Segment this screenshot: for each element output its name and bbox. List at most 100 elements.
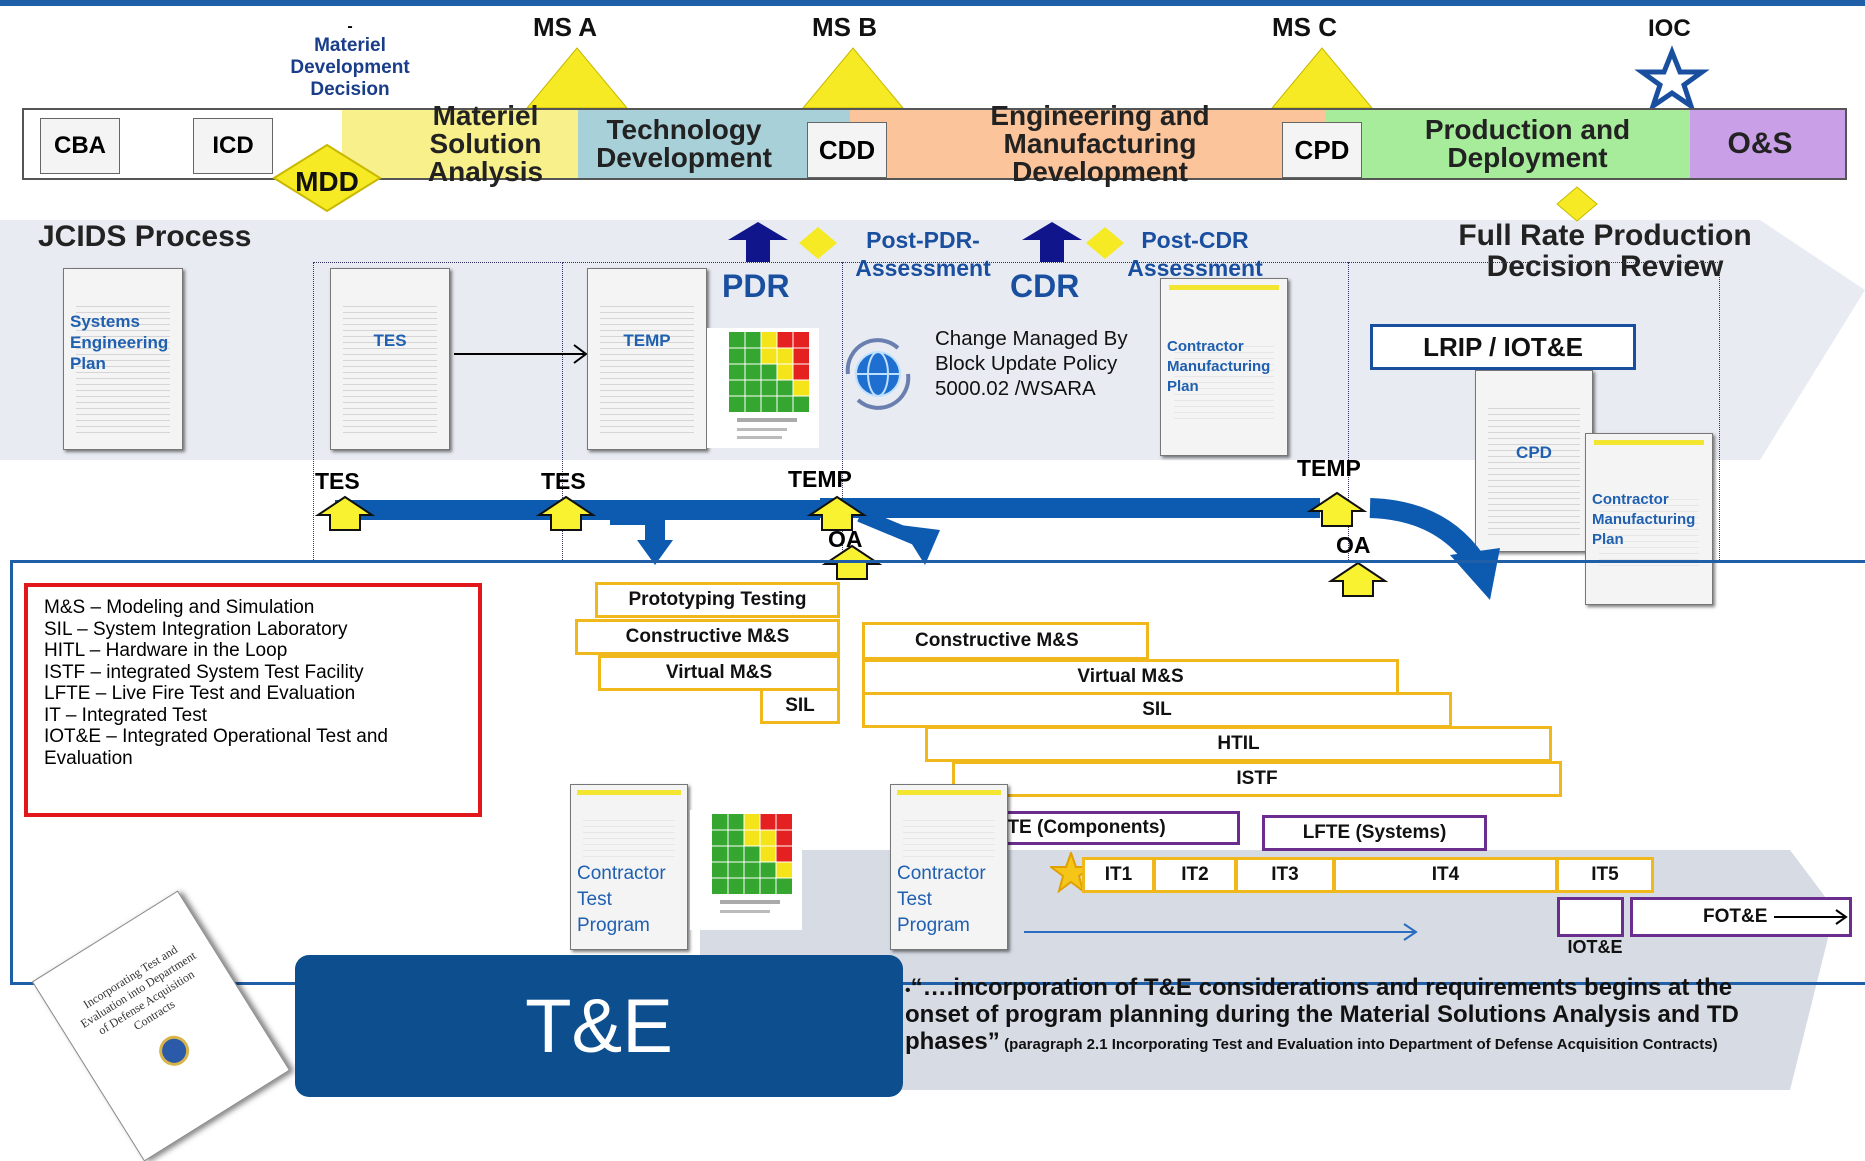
prototyping-testing-box: Prototyping Testing	[595, 582, 840, 618]
contractor-test-program-doc-2: Contractor Test Program	[890, 784, 1008, 950]
fote-label: FOT&E	[1703, 906, 1768, 927]
te-label: T&E	[525, 984, 673, 1069]
iote-box	[1557, 897, 1624, 937]
dotted-line-td	[562, 262, 842, 263]
pdr-up-arrow-icon	[728, 222, 788, 262]
temp-label-1: TEMP	[788, 466, 852, 492]
lfte-systems-box: LFTE (Systems)	[1262, 815, 1487, 851]
istf-box: ISTF	[952, 761, 1562, 797]
cdr-up-arrow-icon	[1022, 222, 1082, 262]
virtual-ms-box-1: Virtual M&S	[598, 655, 840, 691]
tes-label-1: TES	[315, 468, 360, 494]
lfte-components-box: LFTE (Components)	[910, 811, 1240, 845]
ioc-label: IOC	[1648, 15, 1691, 42]
legend-box: M&S – Modeling and Simulation SIL – Syst…	[24, 583, 482, 817]
temp-document: TEMP	[587, 268, 707, 450]
legend-item: M&S – Modeling and Simulation	[44, 597, 315, 618]
it2-box: IT2	[1153, 857, 1237, 893]
quote-text: •“….incorporation of T&E considerations …	[905, 974, 1755, 1055]
phase-os-bg	[1690, 110, 1845, 178]
legend-item: SIL – System Integration Laboratory	[44, 618, 348, 640]
it5-box: IT5	[1556, 857, 1654, 893]
constructive-ms-box-1: Constructive M&S	[575, 619, 840, 655]
phase-msa-bg	[342, 110, 578, 178]
report-cover-title: Incorporating Test and Evaluation into D…	[77, 942, 199, 1038]
it1-box: IT1	[1082, 857, 1155, 893]
mdd-note-dash: -	[347, 18, 353, 35]
iote-label: IOT&E	[1567, 937, 1623, 957]
fote-arrow	[1774, 909, 1848, 925]
contractor-mfg-plan-doc-1: Contractor Manufacturing Plan	[1160, 278, 1288, 456]
lrip-iote-box: LRIP / IOT&E	[1370, 324, 1636, 370]
tes-label-2: TES	[541, 468, 586, 494]
tes-to-temp-arrow	[454, 344, 588, 364]
oa-label-1: OA	[828, 526, 863, 552]
cdd-doc: CDD	[807, 122, 887, 178]
cpd-doc: CPD	[1282, 122, 1362, 178]
cpd-document: CPD	[1475, 370, 1593, 552]
globe-refresh-icon	[845, 338, 911, 410]
it3-box: IT3	[1235, 857, 1335, 893]
ms-c-label: MS C	[1272, 12, 1337, 42]
quote-cite: (paragraph 2.1 Incorporating Test and Ev…	[1004, 1036, 1718, 1053]
sil-box-2: SIL	[862, 692, 1452, 728]
mdd-note: Materiel Development Decision	[290, 35, 410, 100]
quote-main: “….incorporation of T&E considerations a…	[905, 974, 1739, 1055]
lower-panel	[10, 560, 1865, 985]
tes-doc-title: TES	[373, 331, 407, 350]
post-pdr-label: Post-PDR-Assessment	[855, 227, 991, 281]
sep-document: Systems Engineering Plan	[63, 268, 183, 450]
icd-doc: ICD	[193, 118, 273, 174]
post-cdr-label: Post-CDR Assessment	[1127, 227, 1263, 281]
contractor-test-program-title-2: Contractor Test Program	[897, 863, 986, 936]
cba-doc: CBA	[40, 118, 120, 174]
sil-box-1: SIL	[760, 688, 840, 724]
fote-box: FOT&E	[1630, 897, 1852, 937]
virtual-ms-box-2: Virtual M&S	[862, 659, 1399, 695]
phase-td-bg	[578, 110, 850, 178]
ioc-star-icon	[1634, 45, 1710, 113]
dotted-box-3	[1348, 262, 1720, 562]
top-rule	[0, 0, 1865, 6]
dotted-line-emd	[842, 262, 843, 562]
risk-matrix-2	[690, 810, 802, 930]
phase-pd-bg	[1325, 110, 1690, 178]
phase-td-label: Technology Development	[596, 114, 772, 173]
post-cdr-diamond	[1086, 227, 1124, 259]
temp-doc-title: TEMP	[623, 331, 671, 350]
contractor-test-program-title-1: Contractor Test Program	[577, 863, 666, 936]
phase-emd-bg	[850, 110, 1325, 178]
sep-title: Systems Engineering Plan	[70, 312, 169, 373]
it4-box: IT4	[1333, 857, 1558, 893]
legend-item: IT – Integrated Test	[44, 704, 208, 726]
te-box: T&E	[295, 955, 903, 1097]
contractor-mfg-plan-title-2: Contractor Manufacturing Plan	[1592, 491, 1696, 548]
dotted-line-pd	[1348, 262, 1349, 562]
contractor-test-program-doc-1: Contractor Test Program	[570, 784, 688, 950]
frp-label: Full Rate Production Decision Review	[1458, 219, 1752, 283]
mdd-label: MDD	[295, 166, 359, 197]
quote-bullet: •	[905, 982, 911, 999]
contractor-mfg-plan-title-1: Contractor Manufacturing Plan	[1167, 338, 1271, 395]
htil-box: HTIL	[925, 726, 1552, 762]
post-pdr-diamond	[799, 227, 837, 259]
up-arrows	[314, 491, 1389, 597]
jcids-label: JCIDS Process	[38, 220, 252, 253]
phase-pd-label: Production and Deployment	[1424, 114, 1631, 173]
legend-item: IOT&E – Integrated Operational Test and …	[44, 726, 388, 769]
frp-diamond	[1556, 186, 1598, 222]
mdd-diamond	[272, 143, 382, 213]
constructive-ms-box-2: Constructive M&S	[862, 622, 1149, 660]
legend-item: LFTE – Live Fire Test and Evaluation	[44, 683, 356, 704]
timeline-arrow	[1024, 923, 1418, 941]
dotted-box-2	[842, 262, 1350, 263]
risk-matrix-1	[707, 328, 819, 448]
oa-label-2: OA	[1336, 532, 1371, 558]
legend-item: ISTF – integrated System Test Facility	[44, 661, 364, 683]
legend-item: HITL – Hardware in the Loop	[44, 640, 288, 661]
ms-a-label: MS A	[533, 12, 598, 42]
contractor-mfg-plan-doc-2: Contractor Manufacturing Plan	[1585, 433, 1713, 605]
change-note: Change Managed By Block Update Policy 50…	[935, 327, 1128, 400]
phase-os-label: O&S	[1727, 127, 1793, 160]
tes-document: TES	[330, 268, 450, 450]
